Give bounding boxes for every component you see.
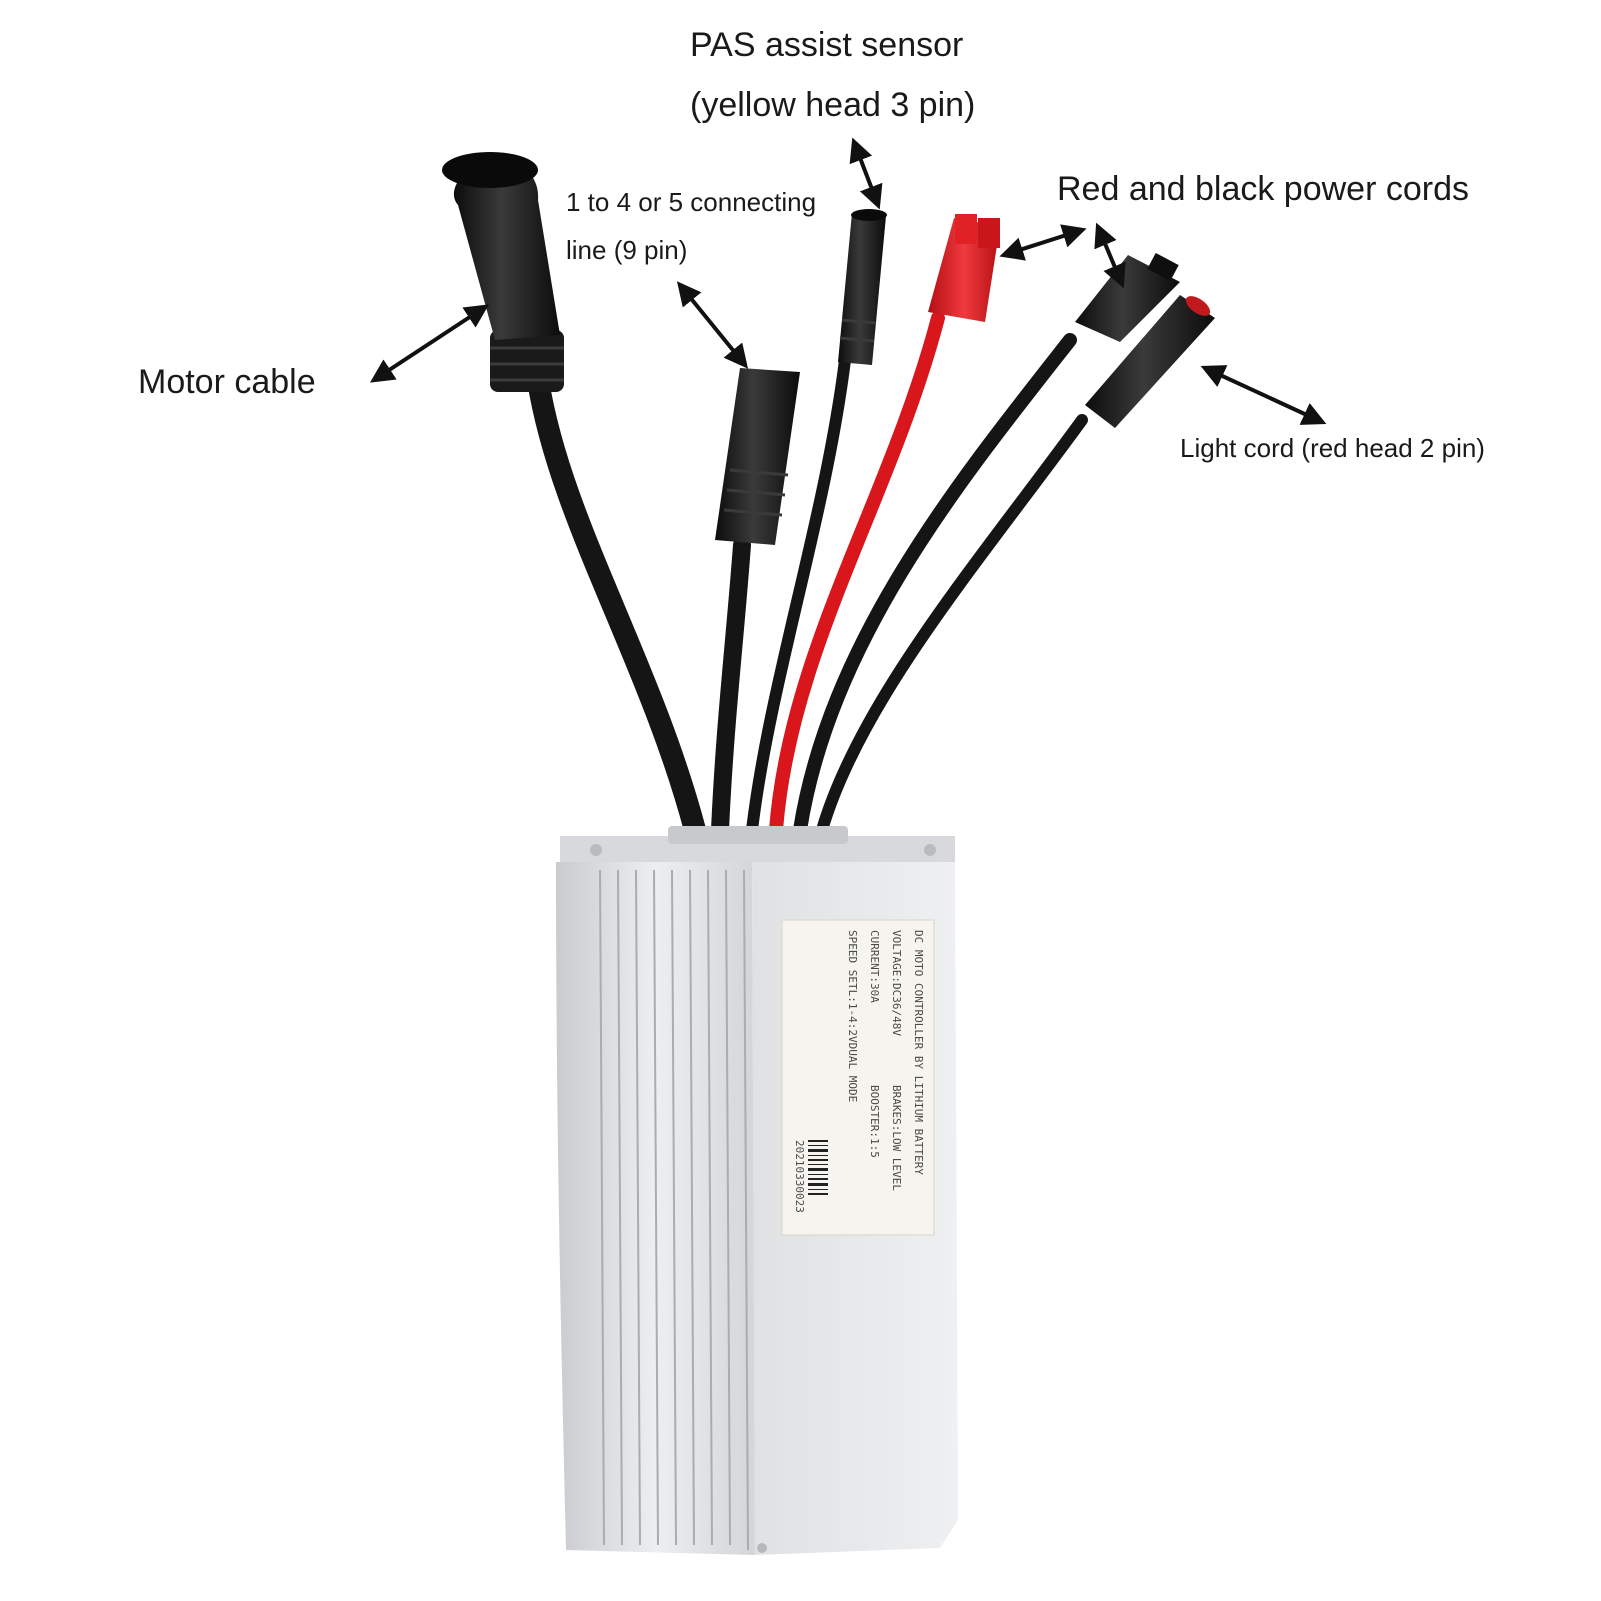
label-line-3: CURRENT:30A	[868, 930, 881, 1003]
pas-connector	[838, 209, 887, 365]
light-cable	[816, 414, 1088, 836]
pas-label-line2: (yellow head 3 pin)	[690, 86, 976, 124]
label-line-4: SPEED SETL:1-4:2VDUAL MODE	[846, 930, 859, 1102]
light-cord-label: Light cord (red head 2 pin)	[1180, 433, 1485, 463]
black-power-connector	[1075, 252, 1180, 342]
cables	[527, 311, 1088, 841]
black-power-cable	[793, 333, 1077, 837]
nine-pin-cable	[711, 536, 751, 839]
pas-label-line1: PAS assist sensor	[690, 26, 964, 64]
red-cord-arrow	[999, 224, 1087, 261]
barcode	[808, 1140, 828, 1195]
black-cord-arrow	[1094, 222, 1126, 289]
label-serial: 20210330023	[793, 1140, 806, 1213]
label-line-1: DC MOTO CONTROLLER BY LITHIUM BATTERY	[912, 930, 925, 1175]
connecting-label-line1: 1 to 4 or 5 connecting	[566, 187, 817, 217]
label-line-3b: BOOSTER:1:5	[868, 1085, 881, 1158]
red-power-connector	[928, 214, 1000, 322]
nine-pin-connector	[715, 368, 800, 545]
connecting-label-line2: line (9 pin)	[566, 235, 688, 265]
nine-pin-arrow	[676, 281, 749, 369]
motor-cable	[527, 369, 706, 841]
light-arrow	[1200, 365, 1327, 425]
red-power-cable	[769, 311, 945, 837]
motor-arrow	[369, 304, 490, 383]
heatsink-fins	[599, 869, 749, 1551]
product-label: DC MOTO CONTROLLER BY LITHIUM BATTERY VO…	[781, 919, 935, 1236]
callout-arrows	[369, 137, 1327, 425]
label-line-2: VOLTAGE:DC36/48V	[890, 930, 903, 1036]
motor-connector	[442, 152, 564, 392]
power-cords-label: Red and black power cords	[1057, 170, 1470, 208]
motor-cable-label: Motor cable	[138, 363, 316, 401]
pas-cable	[746, 354, 851, 836]
label-line-2b: BRAKES:LOW LEVEL	[890, 1085, 903, 1191]
light-connector	[1085, 295, 1215, 428]
pas-arrow	[849, 137, 883, 210]
